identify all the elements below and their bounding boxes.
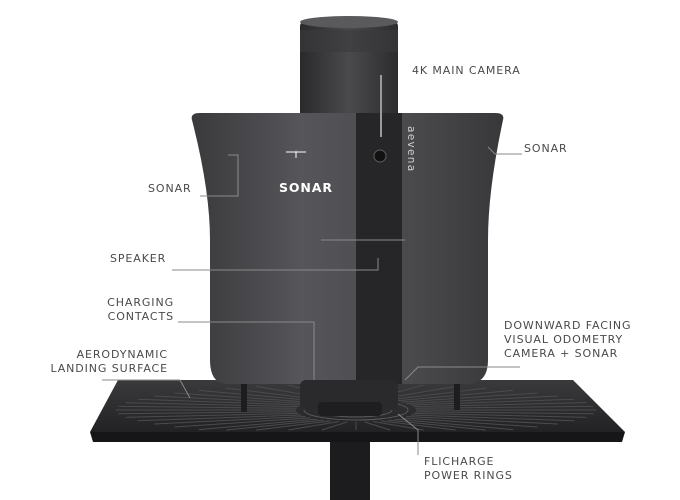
- platform-ridge: [174, 417, 311, 428]
- platform-ridges: [116, 383, 596, 431]
- platform-ridge: [406, 415, 558, 425]
- platform-ridge: [118, 411, 297, 415]
- label-downward-camera: DOWNWARD FACING VISUAL ODOMETRY CAMERA +…: [504, 319, 631, 361]
- label-sonar-left: SONAR: [148, 182, 192, 195]
- platform-ridge: [198, 389, 317, 402]
- platform-ridge: [401, 392, 538, 403]
- label-flicharge-line-1: FLICHARGE: [424, 455, 495, 468]
- platform-ridge: [137, 398, 302, 406]
- label-charging-line-2: CONTACTS: [107, 310, 174, 323]
- label-speaker: SPEAKER: [110, 252, 167, 265]
- main-camera-lens: [373, 149, 387, 163]
- platform-ridge: [410, 398, 575, 406]
- top-cylinder: [300, 16, 398, 132]
- drone-body: [191, 75, 504, 416]
- label-downward-line-2: VISUAL ODOMETRY: [504, 333, 624, 346]
- platform-ridge: [198, 418, 317, 431]
- label-downward-line-1: DOWNWARD FACING: [504, 319, 632, 332]
- label-landing-line-2: LANDING SURFACE: [50, 362, 168, 375]
- platform-ridge: [380, 420, 456, 431]
- label-downward-line-3: CAMERA + SONAR: [504, 347, 619, 360]
- platform-ridge: [288, 421, 340, 431]
- support-pole: [330, 436, 370, 500]
- label-sonar-right: SONAR: [524, 142, 568, 155]
- platform-ridge: [137, 414, 302, 422]
- platform-ridge: [154, 415, 306, 425]
- platform-ridge: [154, 395, 306, 405]
- label-sonar-front: SONAR: [279, 180, 333, 195]
- platform-ridge: [388, 419, 486, 431]
- platform-ridge: [406, 395, 558, 405]
- platform-ridge: [401, 417, 538, 428]
- platform-ridge: [256, 420, 332, 431]
- platform-ridge: [364, 421, 391, 431]
- brand-mark: aevena: [405, 126, 417, 172]
- label-charging-line-1: CHARGING: [107, 296, 174, 309]
- label-main-camera: 4K MAIN CAMERA: [412, 64, 521, 77]
- platform-ridge: [413, 412, 587, 418]
- leader-lines: [102, 146, 522, 455]
- label-flicharge-line-2: POWER RINGS: [424, 469, 513, 482]
- platform-ridge: [388, 387, 486, 401]
- platform-ridge: [415, 411, 594, 415]
- platform-ridge: [226, 419, 324, 431]
- platform-ridge: [410, 414, 575, 422]
- label-charging-contacts: CHARGING CONTACTS: [96, 296, 174, 324]
- landing-legs: [241, 378, 460, 412]
- label-landing-surface: AERODYNAMIC LANDING SURFACE: [10, 348, 168, 376]
- platform-ridge: [321, 421, 348, 431]
- platform-ridge: [125, 402, 299, 408]
- platform-ridge: [118, 405, 297, 409]
- platform-ridge: [413, 402, 587, 408]
- label-landing-line-1: AERODYNAMIC: [76, 348, 168, 361]
- platform-ridge: [395, 418, 514, 431]
- platform-ridge: [372, 421, 424, 431]
- platform-ridge: [125, 412, 299, 418]
- platform-ridge: [415, 405, 594, 409]
- label-flicharge-rings: FLICHARGE POWER RINGS: [424, 455, 513, 483]
